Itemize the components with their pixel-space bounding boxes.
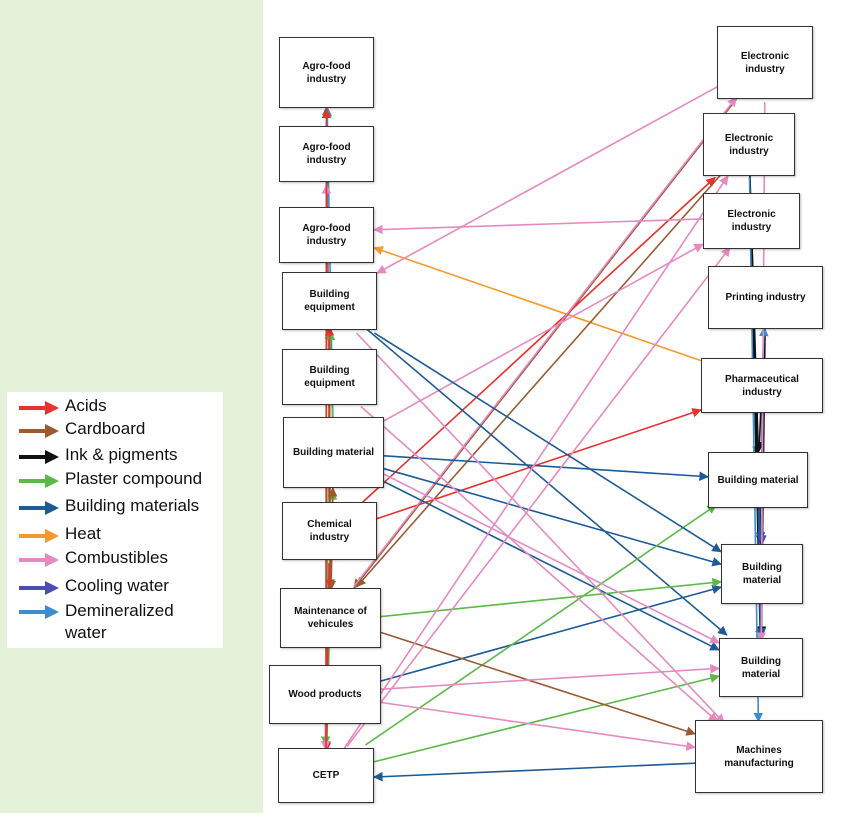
- node-electronic-industry-2: Electronic industry: [703, 113, 795, 176]
- node-agro-food-industry-3: Agro-food industry: [279, 207, 374, 263]
- node-agro-food-industry-2: Agro-food industry: [279, 126, 374, 182]
- edge-combustibles-elec3-to-agro3: [373, 218, 704, 235]
- node-building-equipment-2: Building equipment: [282, 349, 377, 405]
- legend-label: Cooling water: [65, 576, 169, 595]
- edge-acids-chem-to-elec2: [360, 176, 716, 505]
- edge-plaster-maint-to-bmat_r2: [380, 577, 722, 618]
- legend-swatch-combustibles: [19, 553, 59, 567]
- edge-plaster-cetp-to-bmat_r1: [364, 504, 718, 746]
- edge-combustibles-cetp-to-elec2: [343, 175, 729, 749]
- node-chemical-industry: Chemical industry: [282, 502, 377, 560]
- node-printing-industry: Printing industry: [708, 266, 823, 329]
- edge-acids-chem-to-pharma: [376, 408, 702, 520]
- legend-swatch-plaster: [19, 474, 59, 488]
- edge-building_materials-bmat_left-to-bmat_r1: [383, 454, 709, 481]
- node-building-material-right-1: Building material: [708, 452, 808, 508]
- node-electronic-industry-1: Electronic industry: [717, 26, 813, 99]
- node-building-material-right-2: Building material: [721, 544, 803, 604]
- legend-swatch-building-materials: [19, 501, 59, 515]
- legend-label: Cardboard: [65, 419, 146, 438]
- legend-swatch-cooling-water: [19, 581, 59, 595]
- node-building-equipment-1: Building equipment: [282, 272, 377, 330]
- node-building-material-left: Building material: [283, 417, 384, 488]
- legend: Acids Cardboard Ink & pigments Plaster c…: [7, 392, 223, 648]
- edge-combustibles-bequip1-to-machines: [355, 332, 725, 724]
- node-maintenance-of-vehicules: Maintenance of vehicules: [280, 588, 381, 648]
- edge-heat-pharma-to-agro3: [373, 246, 702, 362]
- node-cetp: CETP: [278, 748, 374, 803]
- legend-label: Ink & pigments: [65, 445, 178, 464]
- edge-cardboard-maint-to-machines: [380, 631, 696, 736]
- node-machines-manufacturing: Machines manufacturing: [695, 720, 823, 793]
- legend-label: Demineralized water: [65, 601, 174, 642]
- edge-building_materials-wood-to-bmat_r2: [380, 584, 722, 682]
- edge-combustibles-maint-to-elec1: [353, 96, 737, 587]
- node-agro-food-industry-1: Agro-food industry: [279, 37, 374, 108]
- node-electronic-industry-3: Electronic industry: [703, 193, 800, 249]
- legend-swatch-acids: [19, 401, 59, 415]
- legend-swatch-heat: [19, 529, 59, 543]
- legend-swatch-ink: [19, 450, 59, 464]
- edge-building_materials-bmat_left-to-bmat_r3: [383, 480, 720, 651]
- edge-combustibles-cetp-to-elec3: [346, 246, 731, 747]
- legend-swatch-cardboard: [19, 424, 59, 438]
- edge-combustibles-wood-to-bmat_r3: [380, 664, 720, 690]
- legend-label: Acids: [65, 396, 107, 415]
- legend-swatch-demineralized-water: [19, 605, 59, 619]
- edge-building_materials-bequip1-to-bmat_r3: [363, 326, 728, 636]
- edge-combustibles-bmat_left-to-elec3: [383, 243, 704, 422]
- node-building-material-right-3: Building material: [719, 638, 803, 697]
- edge-building_materials-bmat_r1-to-bmat_r2: [755, 504, 766, 542]
- edge-building_materials-machines-to-cetp: [373, 762, 696, 782]
- edge-building_materials-bequip1-to-bmat_r2: [374, 332, 722, 553]
- edge-combustibles-bequip2-to-machines: [360, 405, 719, 723]
- edge-combustibles-wood-to-machines: [380, 701, 696, 751]
- edge-cardboard-elec1-to-maint: [353, 98, 738, 589]
- edge-plaster-cetp-to-bmat_r3: [373, 673, 720, 763]
- edge-combustibles-bmat_left-to-bmat_r3: [383, 473, 720, 644]
- node-pharmaceutical-industry: Pharmaceutical industry: [701, 358, 823, 413]
- edge-combustibles-elec1-to-bequip1: [376, 86, 718, 274]
- legend-label: Building materials: [65, 496, 200, 515]
- edge-building_materials-bmat_left-to-bmat_r2: [383, 467, 722, 567]
- legend-label: Combustibles: [65, 548, 168, 567]
- legend-label: Heat: [65, 524, 101, 543]
- edge-cardboard-elec2-to-maint: [356, 173, 722, 588]
- legend-label: Plaster compound: [65, 469, 203, 488]
- node-wood-products: Wood products: [269, 665, 381, 724]
